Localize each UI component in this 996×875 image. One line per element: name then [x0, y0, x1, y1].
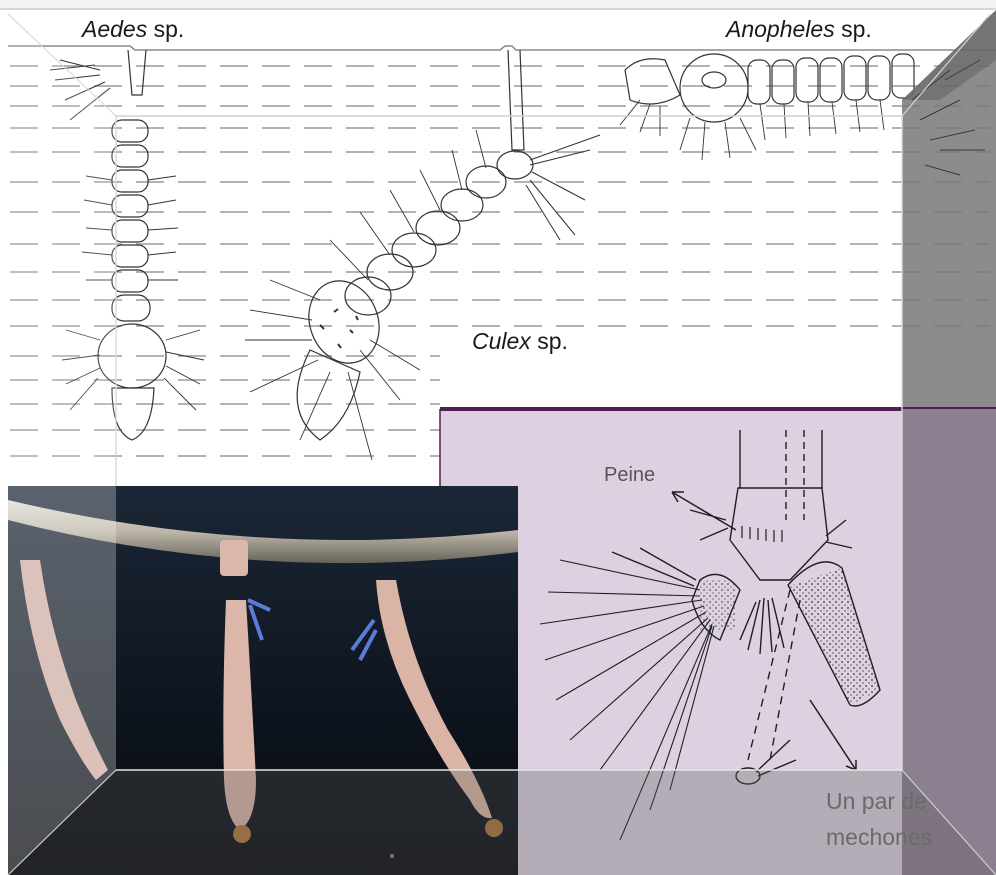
- anopheles-larva: [620, 54, 914, 160]
- water-lines: [10, 66, 990, 456]
- aedes-genus: Aedes: [82, 16, 147, 42]
- mechones-label-line2: mechones: [826, 824, 932, 851]
- culex-larva: [245, 50, 600, 460]
- anopheles-genus: Anopheles: [726, 16, 835, 42]
- culex-suffix: sp.: [531, 328, 568, 354]
- aedes-label: Aedes sp.: [82, 16, 184, 43]
- anopheles-label: Anopheles sp.: [726, 16, 872, 43]
- water-surface: [8, 46, 996, 50]
- aedes-suffix: sp.: [147, 16, 184, 42]
- frame-bottom: [8, 770, 996, 875]
- culex-genus: Culex: [472, 328, 531, 354]
- mechones-label-line1: Un par de: [826, 788, 927, 815]
- culex-label: Culex sp.: [472, 328, 568, 355]
- anopheles-suffix: sp.: [835, 16, 872, 42]
- peine-label: Peine: [604, 464, 655, 487]
